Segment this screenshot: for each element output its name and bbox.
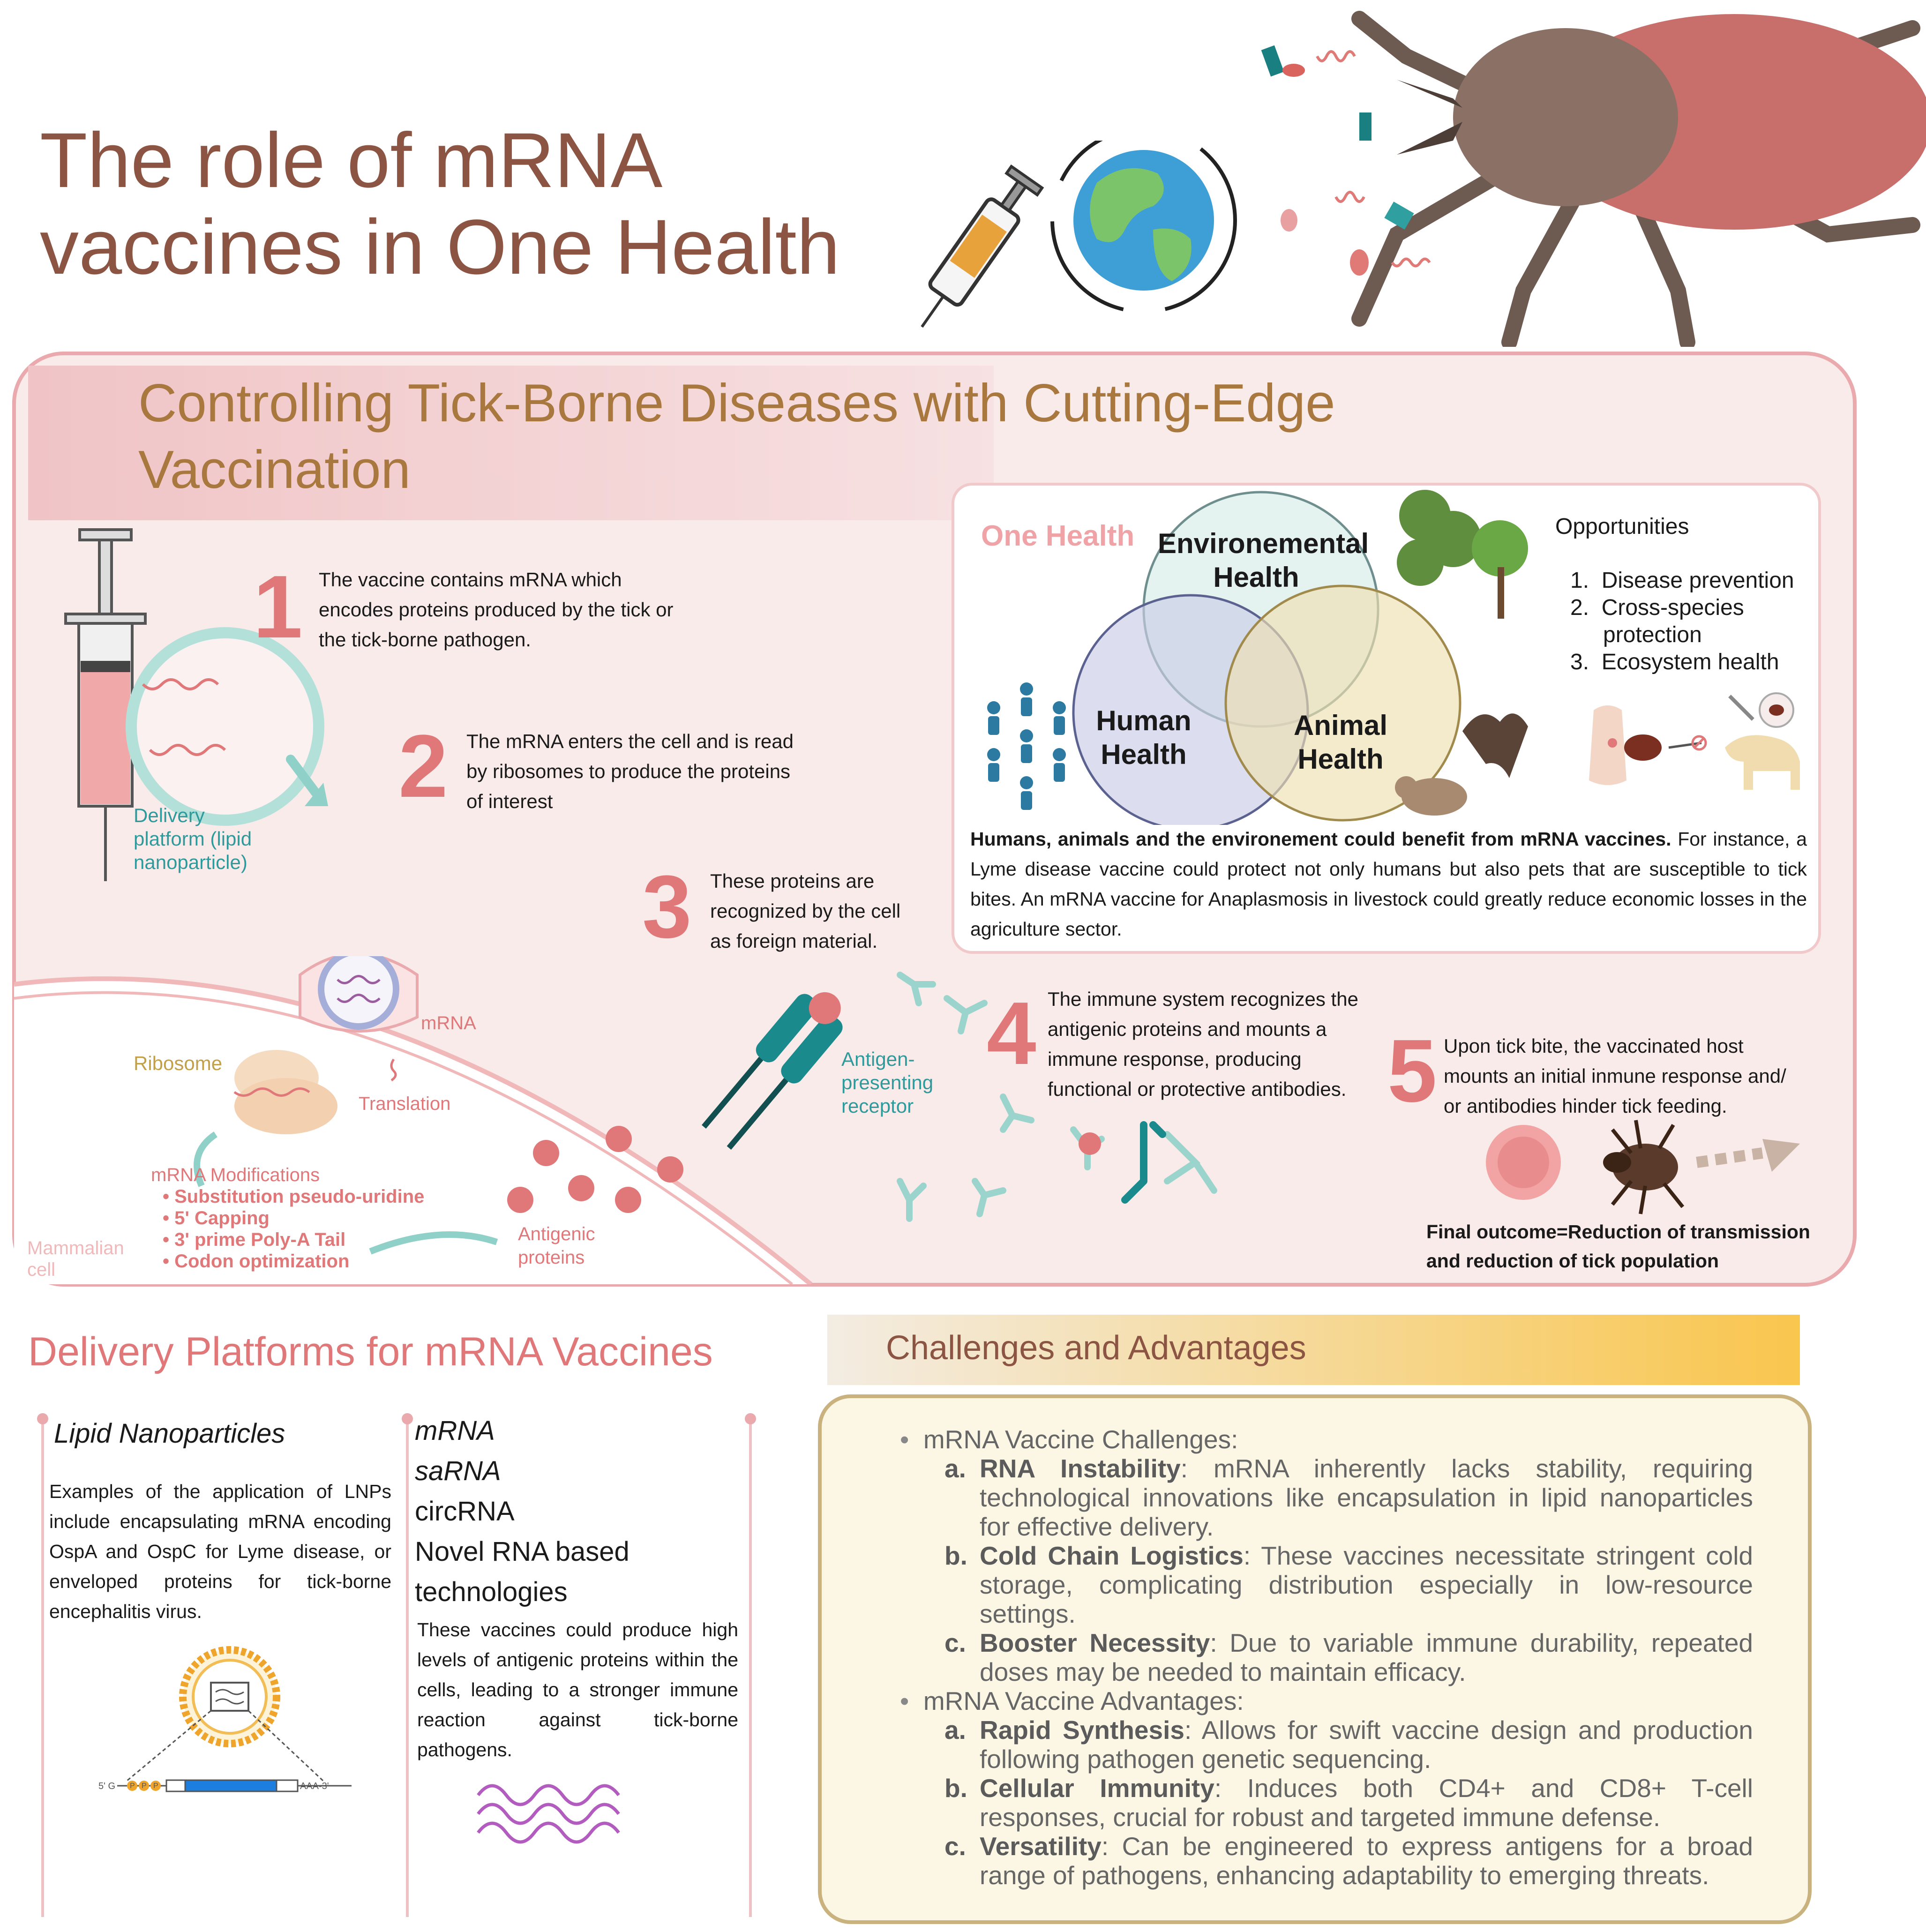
challenges-title-band [827,1315,1800,1385]
construct-p: P [142,1782,147,1790]
panel-title-line2: Vaccination [138,440,411,500]
list-item: c. Booster Necessity: Due to variable im… [944,1628,1754,1686]
opportunity-item: Disease prevention [1601,568,1794,593]
construct-3prime: AAA-3' [300,1781,329,1791]
step-3-text: These proteins are recognized by the cel… [710,870,901,952]
step-1-number: 1 [253,557,303,657]
challenges-content: • mRNA Vaccine Challenges: a. RNA Instab… [900,1425,1754,1890]
one-health-venn-diagram [987,490,1528,825]
rna-types-list: mRNA saRNA circRNA Novel RNA based techn… [415,1411,630,1612]
list-item: b. Cellular Immunity: Induces both CD4+ … [944,1774,1753,1832]
list-item: a. Rapid Synthesis: Allows for swift vac… [944,1715,1753,1774]
lipid-nanoparticle-icon [117,1646,352,1792]
ribosome-label: Ribosome [134,1052,223,1074]
rna-type: mRNA [415,1415,495,1446]
challenges-title: Challenges and Advantages [886,1329,1306,1367]
tick-illustration [1261,11,1926,347]
divider-line [406,1420,409,1917]
rna-wave-icon [477,1784,620,1844]
mrna-modifications: mRNA Modifications • Substitution pseudo… [151,1165,425,1272]
opportunities-title: Opportunities [1555,514,1689,539]
delivery-section-title: Delivery Platforms for mRNA Vaccines [28,1329,713,1374]
rna-type: technologies [415,1577,568,1607]
rna-type: saRNA [415,1456,501,1486]
construct-p: P [130,1782,135,1790]
step-1-text: The vaccine contains mRNA which encodes … [319,569,674,651]
mod-item: Substitution pseudo-uridine [174,1186,425,1207]
one-health-label: One Health [981,520,1135,552]
step-2-number: 2 [398,717,448,816]
step-5-number: 5 [1387,1021,1437,1121]
mod-item: 5' Capping [174,1208,270,1228]
opportunity-item: protection [1603,622,1702,647]
environmental-health-label: Environemental Health [1158,528,1369,593]
mammalian-cell-illustration [14,956,813,1284]
antigenic-proteins-label: Antigenic proteins [518,1224,595,1268]
opportunity-item: Ecosystem health [1601,650,1779,674]
translation-label: Translation [359,1093,451,1114]
opportunity-item: Cross-species [1601,595,1744,620]
main-title-line2: vaccines in One Health [40,204,840,291]
panel-title: Controlling Tick-Borne Diseases with Cut… [138,370,1335,503]
syringe-lnp-illustration [64,528,328,881]
receptor-label: Antigen- presenting receptor [841,1048,934,1117]
rna-type: Novel RNA based [415,1536,630,1567]
mods-title: mRNA Modifications [151,1165,320,1185]
main-title-line1: The role of mRNA [40,117,663,204]
receptor-antibodies-illustration [701,972,1217,1222]
divider-dot [37,1413,48,1424]
panel-title-line1: Controlling Tick-Borne Diseases with Cut… [138,374,1335,433]
opportunities-list: 1. Disease prevention 2. Cross-species p… [1570,568,1794,674]
step-4-number: 4 [987,984,1036,1083]
panel-title-band [28,366,994,520]
divider-line [41,1420,44,1917]
rna-text: These vaccines could produce high levels… [417,1619,738,1760]
one-health-text-bold: Humans, animals and the environement cou… [970,828,1671,850]
lnp-title: Lipid Nanoparticles [54,1418,285,1449]
divider-dot [402,1413,413,1424]
one-health-text-rest: For instance, a Lyme disease vaccine cou… [970,828,1807,940]
lnp-text: Examples of the application of LNPs incl… [49,1481,391,1622]
challenges-heading: mRNA Vaccine Challenges: [923,1425,1238,1454]
list-item: b. Cold Chain Logistics: These vaccines … [944,1541,1754,1628]
final-outcome: Final outcome=Reduction of transmission … [1426,1221,1810,1272]
animal-health-label: Animal Health [1293,710,1388,775]
step-4-text: The immune system recognizes the antigen… [1048,988,1358,1100]
delivery-platform-label: Delivery platform (lipid nanoparticle) [134,804,252,873]
list-item: c. Versatility: Can be engineered to exp… [944,1832,1753,1890]
rna-type: circRNA [415,1496,515,1527]
list-item: a. RNA Instability: mRNA inherently lack… [944,1454,1753,1541]
divider-dot [745,1413,756,1424]
human-health-label: Human Health [1096,705,1192,770]
tick-feeding-illustration [1486,1120,1800,1214]
step-2-text: The mRNA enters the cell and is read by … [466,730,794,812]
syringe-globe-icon [921,141,1237,328]
step-5-text: Upon tick bite, the vaccinated host moun… [1444,1035,1786,1117]
construct-5prime: 5' G [98,1781,116,1791]
mod-item: 3' prime Poly-A Tail [174,1229,346,1250]
tick-dog-human-illustration [1589,692,1800,790]
divider-line [749,1420,752,1917]
mrna-label: mRNA [421,1013,476,1033]
one-health-text: Humans, animals and the environement cou… [970,824,1807,944]
construct-p: P [153,1782,158,1790]
step-3-number: 3 [642,857,692,957]
challenges-box [818,1394,1812,1924]
mammalian-cell-label: Mammalian cell [27,1238,124,1280]
advantages-heading: mRNA Vaccine Advantages: [923,1686,1244,1715]
main-title: The role of mRNA vaccines in One Health [40,117,840,291]
mod-item: Codon optimization [174,1251,350,1272]
